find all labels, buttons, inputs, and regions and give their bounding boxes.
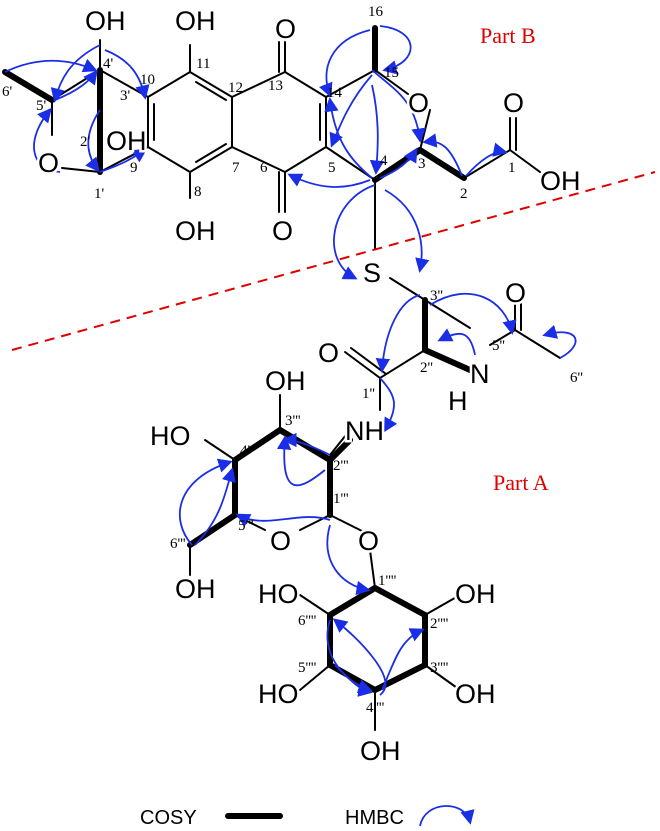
atom-n-2dp: N: [470, 359, 490, 389]
num-16: 16: [368, 4, 384, 20]
atom-o-ring-b: O: [408, 88, 429, 118]
atom-numbers: 16 15 11 13 14 12 10 4' 3' 6' 5' 2' 9 1'…: [2, 4, 583, 716]
num-13: 13: [268, 78, 283, 94]
num-3qp: 3'''': [430, 660, 449, 676]
atom-ho-4tp: HO: [150, 421, 191, 451]
atom-nh-2tp: NH: [345, 416, 384, 446]
atom-oh-3qp: OH: [455, 679, 496, 709]
num-6qp: 6'''': [298, 613, 317, 629]
num-4tp: 4''': [240, 443, 256, 459]
num-2qp: 2'''': [430, 616, 449, 632]
atom-o-ring-a: O: [270, 526, 291, 556]
part-b-label: Part B: [480, 23, 536, 48]
num-15: 15: [384, 65, 399, 81]
num-2p: 2': [80, 134, 91, 150]
atom-oh-2qp: OH: [455, 579, 496, 609]
part-divider: [11, 171, 656, 351]
num-1p: 1': [94, 186, 105, 202]
num-4qp: 4'''': [366, 700, 385, 716]
atom-h-2dp: H: [448, 386, 468, 416]
num-5qp: 5'''': [298, 660, 317, 676]
num-6dp: 6'': [570, 370, 583, 386]
legend: COSY HMBC: [140, 805, 475, 829]
num-3dp: 3'': [430, 288, 443, 304]
atom-oh-6tp: OH: [175, 574, 216, 604]
num-14: 14: [327, 85, 343, 101]
num-5tp: 5''': [238, 518, 254, 534]
atom-o-acid: O: [503, 88, 524, 118]
atom-o-amide-1: O: [318, 338, 339, 368]
legend-cosy-label: COSY: [140, 807, 197, 829]
num-1tp: 1''': [333, 491, 349, 507]
atom-labels: OH OH O O O OH O OH OH O S O O N H OH HO…: [36, 4, 584, 769]
num-2: 2: [460, 186, 468, 202]
num-8: 8: [194, 184, 202, 200]
atom-o-c6: O: [272, 216, 293, 246]
atom-oh-c8: OH: [175, 216, 216, 246]
num-5: 5: [328, 160, 336, 176]
num-4p: 4': [103, 56, 114, 72]
num-6: 6: [260, 160, 268, 176]
atom-oh-c11: OH: [175, 6, 216, 36]
num-2tp: 2''': [333, 458, 349, 474]
num-5p: 5': [36, 98, 47, 114]
atom-ho-5qp: HO: [258, 679, 299, 709]
legend-hmbc-arrow: [419, 805, 475, 827]
atom-o-c13: O: [275, 14, 296, 44]
atom-oh-4qp: OH: [360, 736, 401, 766]
num-1: 1: [508, 160, 516, 176]
atom-oh-c3prime: OH: [106, 126, 147, 156]
atom-o-link: O: [358, 526, 379, 556]
atom-oh-3tp: OH: [265, 366, 306, 396]
num-6tp: 6''': [170, 536, 186, 552]
num-7: 7: [232, 160, 240, 176]
num-2dp: 2'': [420, 360, 433, 376]
num-6p: 6': [2, 84, 13, 100]
atom-oh-acid: OH: [540, 166, 581, 196]
atom-s: S: [363, 258, 381, 288]
atom-oh-top-left: OH: [85, 6, 126, 36]
num-1dp: 1'': [362, 386, 375, 402]
num-1qp: 1'''': [378, 573, 397, 589]
part-a-label: Part A: [493, 470, 549, 495]
num-12: 12: [228, 80, 243, 96]
hmbc-arrows: [4, 25, 577, 697]
num-3p: 3': [120, 88, 131, 104]
num-11: 11: [196, 56, 210, 72]
atom-o-amide-5: O: [505, 278, 526, 308]
part-b-cosy: [2, 25, 467, 183]
num-9: 9: [130, 160, 138, 176]
num-10: 10: [140, 72, 155, 88]
num-4: 4: [380, 153, 388, 169]
num-3tp: 3''': [285, 413, 301, 429]
atom-o-c1prime: O: [38, 148, 59, 178]
legend-hmbc-label: HMBC: [345, 807, 404, 829]
num-5dp: 5'': [492, 338, 505, 354]
num-3: 3: [418, 156, 426, 172]
atom-ho-6qp: HO: [258, 579, 299, 609]
